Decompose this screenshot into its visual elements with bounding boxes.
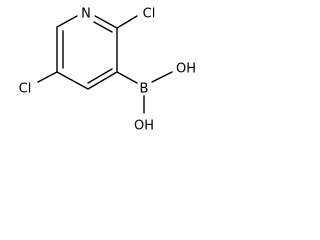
bond-c4-c5 — [56, 71, 89, 90]
hydroxyl-bottom-label: OH — [134, 119, 154, 134]
chlorine-left-label: Cl — [19, 82, 32, 97]
bond-n1-c2 — [94, 15, 118, 29]
bond-c3-b — [116, 71, 138, 84]
bond-c5-cl — [37, 71, 58, 83]
bond-n1-c2-inner — [93, 21, 113, 33]
substituent-bonds — [37, 15, 173, 114]
bond-c2-cl — [116, 15, 138, 29]
bond-c3-c4 — [87, 71, 118, 90]
boronic-acid-structure: N Cl Cl B OH OH — [19, 7, 196, 134]
pyridine-ring — [56, 15, 118, 90]
chlorine-top-label: Cl — [143, 7, 156, 22]
boron-atom-label: B — [140, 82, 149, 97]
hydroxyl-top-label: OH — [176, 62, 196, 77]
bond-c6-n1 — [56, 15, 78, 28]
nitrogen-atom-label: N — [81, 7, 91, 22]
bond-b-oh-top — [151, 71, 173, 83]
bond-c3-c4-inner — [87, 68, 113, 84]
